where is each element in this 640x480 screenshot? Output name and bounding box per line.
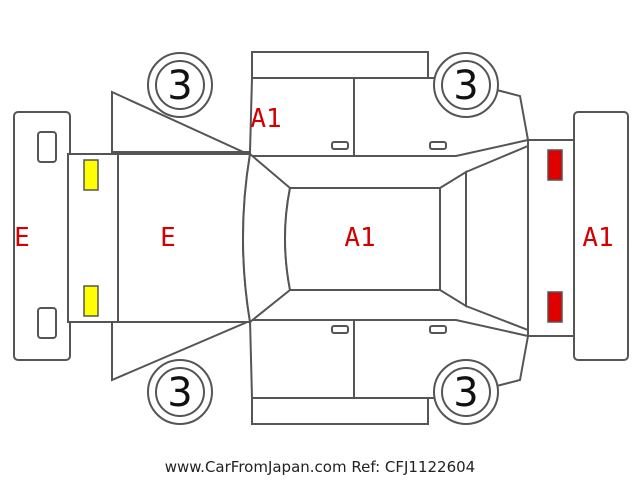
wheel-rear-left-count: 3 [453,63,478,109]
rear-lamp-bottom [547,291,563,323]
wheel-front-right: 3 [147,359,213,425]
front-lamp-right [83,285,99,317]
front-bumper-detail-bottom [37,307,57,339]
wheel-front-left: 3 [147,52,213,118]
left-front-door-handle [331,141,349,150]
rear-deck [465,144,529,332]
windshield [242,152,292,324]
right-front-door-handle [331,325,349,334]
damage-mark-rear-bumper: A1 [582,223,613,253]
footer-reference: www.CarFromJapan.com Ref: CFJ1122604 [165,458,475,476]
wheel-rear-right-count: 3 [453,370,478,416]
wheel-front-right-count: 3 [167,370,192,416]
wheel-front-left-count: 3 [167,63,192,109]
wheel-rear-right: 3 [433,359,499,425]
bottom-sill [251,397,429,425]
roof [284,187,441,291]
damage-mark-front-bumper: E [14,223,30,253]
rear-window [439,170,467,308]
top-sill [251,51,429,79]
front-bumper-detail-top [37,131,57,163]
wheel-rear-left: 3 [433,52,499,118]
damage-mark-left-door: A1 [250,104,281,134]
left-rear-door-handle [429,141,447,150]
damage-mark-roof: A1 [344,223,375,253]
damage-mark-hood: E [160,223,176,253]
front-lamp-left [83,159,99,191]
right-rear-door-handle [429,325,447,334]
rear-lamp-top [547,149,563,181]
hood [117,153,252,323]
